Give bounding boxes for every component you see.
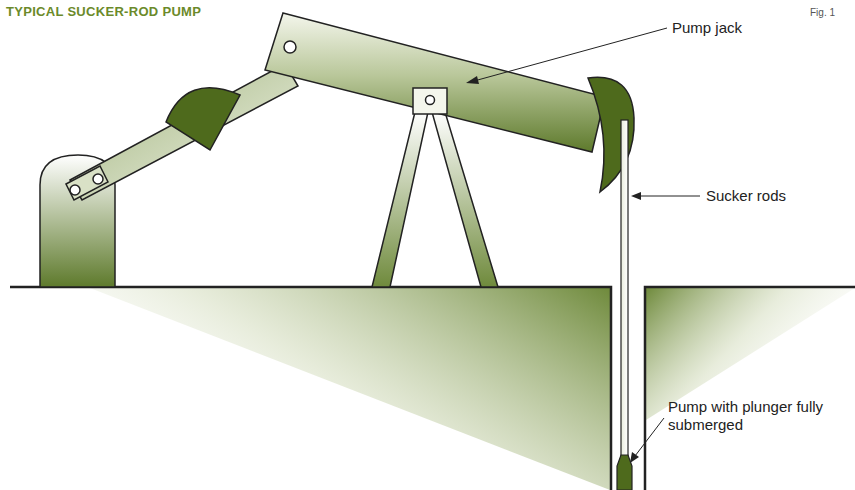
ground-line — [645, 287, 855, 490]
part-label: Pump with plunger fully submerged — [668, 398, 848, 434]
crank — [66, 166, 108, 200]
gearbox-housing — [40, 155, 115, 287]
arrowhead — [630, 452, 639, 463]
arrowhead — [631, 192, 641, 200]
sucker-rod — [621, 120, 628, 456]
leader-line — [635, 418, 664, 456]
figure-number: Fig. 1 — [810, 4, 835, 22]
pivot-bracket — [413, 88, 447, 114]
counterweight — [166, 88, 240, 150]
ground-shading — [90, 288, 610, 490]
samson-post-leg — [372, 112, 428, 287]
part-label: Pump jack — [672, 19, 742, 37]
ground-line — [10, 287, 611, 490]
pivot-pin — [426, 96, 435, 105]
downhole-pump — [617, 455, 632, 490]
walking-beam — [265, 13, 605, 152]
arrowhead — [466, 76, 479, 84]
leader-line — [474, 28, 667, 81]
crank-pin — [70, 185, 80, 195]
crank-pin — [93, 174, 103, 184]
beam-pin — [284, 41, 296, 53]
figure-title: TYPICAL SUCKER-ROD PUMP — [6, 3, 201, 21]
samson-post-leg — [432, 112, 498, 287]
leader-line — [640, 196, 700, 197]
part-label: Sucker rods — [706, 187, 786, 205]
